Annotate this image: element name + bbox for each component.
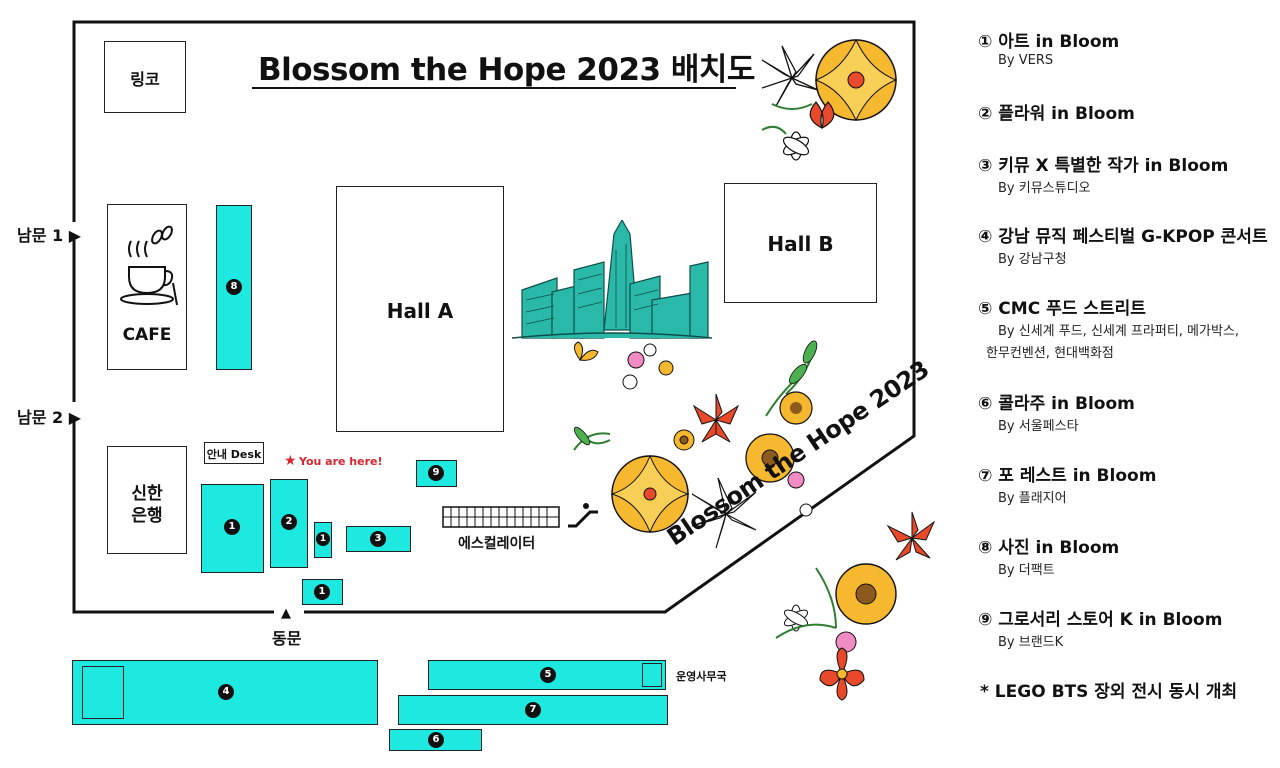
legend-item-7-sub: By 플래지어 [998,491,1067,506]
booth-4-inner [82,666,124,719]
east-gate-arrow: ▲ [281,606,291,621]
hall-b[interactable]: Hall B [724,183,877,303]
cafe-box[interactable]: CAFE [107,204,187,370]
booth-number: 5 [540,667,556,683]
city-skyline-illustration [512,220,712,339]
bank-label: 신한 은행 [131,484,163,526]
booth-number: 9 [428,465,444,481]
legend-item-6-title: ⑥ 콜라주 in Bloom [978,394,1135,414]
hall-b-label: Hall B [767,232,834,256]
link-label: 링코 [130,70,160,89]
booth-number: 1 [224,519,240,535]
booth-number: 1 [314,584,330,600]
venue-outline [72,20,916,614]
gate-east[interactable]: 동문 [272,629,302,648]
legend-item-2-title: ② 플라워 in Bloom [978,104,1135,124]
escalator-label: 에스컬레이터 [458,536,536,552]
booth-5-inner [642,663,662,687]
legend-item-5-sub2: 한무컨벤션, 현대백화점 [986,346,1114,361]
booth-number: 8 [226,279,242,295]
you-are-here-marker: ★ [284,453,297,469]
legend-item-4-title: ④ 강남 뮤직 페스티벌 G-KPOP 콘서트 [978,227,1268,247]
hall-a-label: Hall A [386,299,454,323]
booth-number: 6 [428,732,444,748]
booth-number: 4 [218,684,234,700]
legend-note: * LEGO BTS 장외 전시 동시 개최 [980,682,1238,702]
coffee-cup-icon [120,225,178,306]
gate-south-2[interactable]: 남문 2 ▶ [17,408,82,427]
booth-number: 3 [370,531,386,547]
link-box[interactable]: 링코 [104,41,186,113]
legend-item-7-title: ⑦ 포 레스트 in Bloom [978,466,1157,486]
booth-number: 1 [316,532,330,546]
booth-number: 7 [525,702,541,718]
gate-south-1[interactable]: 남문 1 ▶ [17,226,82,245]
map-title: Blossom the Hope 2023 배치도 [258,52,755,88]
legend-item-9-title: ⑨ 그로서리 스토어 K in Bloom [978,610,1223,630]
legend-item-1-title: ① 아트 in Bloom [978,32,1120,52]
flower-illustration-center [573,340,818,549]
legend-item-1-sub: By VERS [998,53,1054,68]
booth-number: 2 [281,514,297,530]
cafe-label: CAFE [122,325,172,345]
legend-item-4-sub: By 강남구청 [998,252,1067,267]
legend-item-5-title: ⑤ CMC 푸드 스트리트 [978,299,1146,319]
you-are-here-label: You are here! [299,455,383,468]
escalator-steps [442,506,560,528]
legend-item-8-sub: By 더팩트 [998,563,1055,578]
escalator-icon [568,503,598,528]
legend-item-3-sub: By 키뮤스튜디오 [998,181,1091,196]
flower-illustration-top [761,38,898,161]
legend-item-6-sub: By 서울페스타 [998,419,1079,434]
office-label: 운영사무국 [676,670,727,683]
info-desk[interactable]: 안내 Desk [204,442,264,464]
legend-item-5-sub: By 신세계 푸드, 신세계 프라퍼티, 메가박스, [998,324,1240,339]
bank-box[interactable]: 신한 은행 [107,446,187,554]
legend-item-3-title: ③ 키뮤 X 특별한 작가 in Bloom [978,156,1229,176]
hall-a[interactable]: Hall A [336,186,504,432]
flower-illustration-bottom [775,511,936,701]
legend-item-9-sub: By 브랜드K [998,635,1064,650]
info-desk-label: 안내 Desk [206,448,262,461]
legend-item-8-title: ⑧ 사진 in Bloom [978,538,1120,558]
title-underline [252,87,736,89]
